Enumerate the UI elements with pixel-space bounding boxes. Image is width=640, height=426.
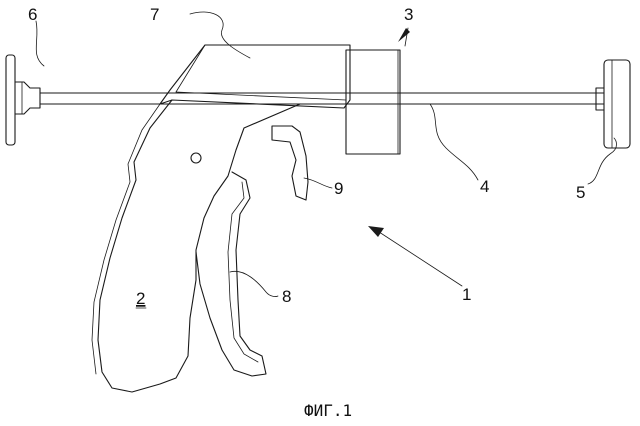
label-7: 7 <box>150 5 159 24</box>
arrow-head <box>398 28 410 42</box>
figure-caption: ФИГ.1 <box>304 401 352 420</box>
housing <box>160 45 350 108</box>
left-end-cap <box>6 55 40 145</box>
label-3: 3 <box>404 5 413 24</box>
mounting-block <box>346 50 400 154</box>
label-1: 1 <box>462 285 471 304</box>
leader-lines <box>36 12 617 297</box>
label-5: 5 <box>576 183 585 202</box>
label-4: 4 <box>480 177 489 196</box>
label-2: 2 <box>136 289 145 308</box>
label-8: 8 <box>282 287 291 306</box>
small-trigger <box>272 126 308 200</box>
arrow-head <box>368 226 384 237</box>
handle <box>92 100 300 392</box>
lever <box>196 172 266 376</box>
label-9: 9 <box>334 179 343 198</box>
label-6: 6 <box>28 5 37 24</box>
